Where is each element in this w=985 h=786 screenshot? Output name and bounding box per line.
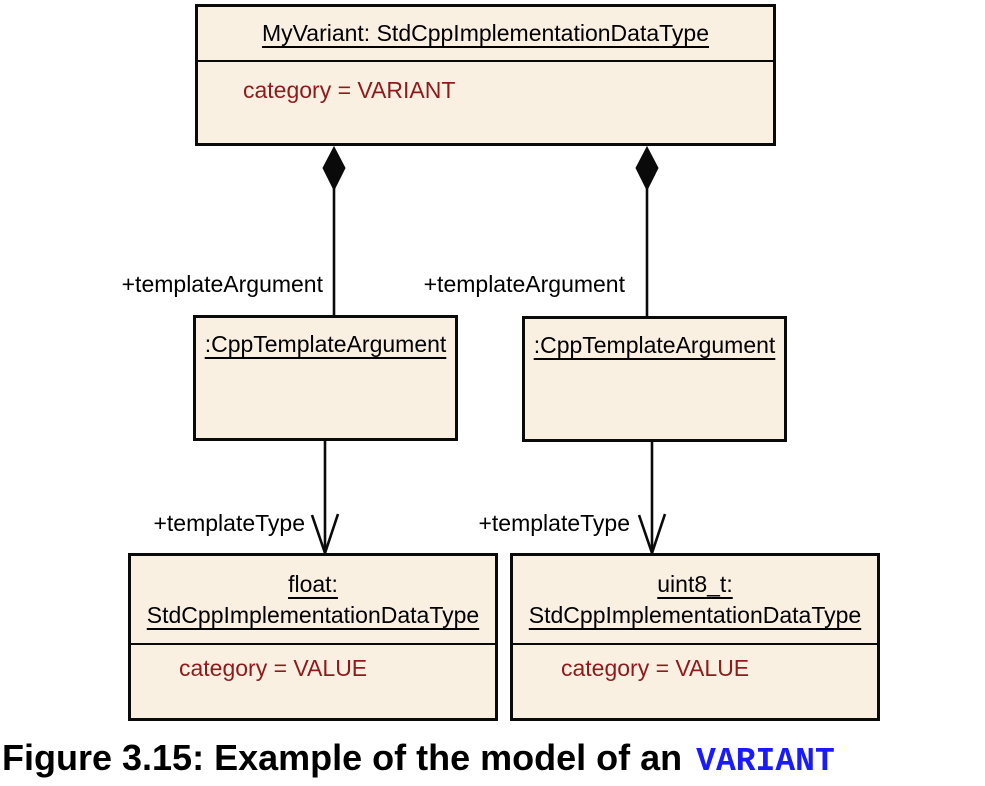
node-title-line2: StdCppImplementationDataType (146, 601, 480, 628)
node-title: :CppTemplateArgument (533, 332, 776, 358)
node-myvariant: MyVariant: StdCppImplementationDataType … (195, 4, 776, 146)
node-cpp-template-argument-right: :CppTemplateArgument (522, 316, 787, 442)
edge-label-template-argument-left: +templateArgument (121, 271, 323, 297)
figure-caption: Figure 3.15: Example of the model of an V… (2, 738, 835, 780)
figure-caption-keyword: VARIANT (696, 743, 835, 780)
node-title-compartment: :CppTemplateArgument (196, 318, 455, 438)
node-title-line1: float: (288, 571, 338, 598)
node-title: MyVariant: StdCppImplementationDataType (261, 20, 710, 47)
node-title-compartment: uint8_t: StdCppImplementationDataType (513, 556, 877, 645)
node-attribute-compartment: category = VALUE (131, 645, 495, 682)
composition-diamond-icon (635, 145, 659, 192)
node-title: :CppTemplateArgument (204, 331, 447, 357)
node-title-compartment: :CppTemplateArgument (525, 319, 784, 439)
node-attribute: category = VALUE (561, 655, 750, 681)
edge-label-template-argument-right: +templateArgument (423, 271, 625, 297)
node-title-line2: StdCppImplementationDataType (528, 601, 862, 628)
node-attribute-compartment: category = VARIANT (198, 62, 773, 104)
node-title-compartment: MyVariant: StdCppImplementationDataType (198, 7, 773, 62)
node-uint8t: uint8_t: StdCppImplementationDataType ca… (510, 553, 880, 721)
edge-label-template-type-right: +templateType (478, 510, 630, 536)
node-title-line1: uint8_t: (657, 571, 733, 598)
node-attribute: category = VALUE (179, 655, 368, 681)
edge-label-template-type-left: +templateType (153, 510, 305, 536)
figure-caption-text: Figure 3.15: Example of the model of an (2, 737, 683, 778)
node-title-compartment: float: StdCppImplementationDataType (131, 556, 495, 645)
composition-diamond-icon (322, 145, 346, 192)
node-cpp-template-argument-left: :CppTemplateArgument (193, 315, 458, 441)
node-float: float: StdCppImplementationDataType cate… (128, 553, 498, 721)
node-attribute: category = VARIANT (243, 77, 456, 103)
node-attribute-compartment: category = VALUE (513, 645, 877, 682)
